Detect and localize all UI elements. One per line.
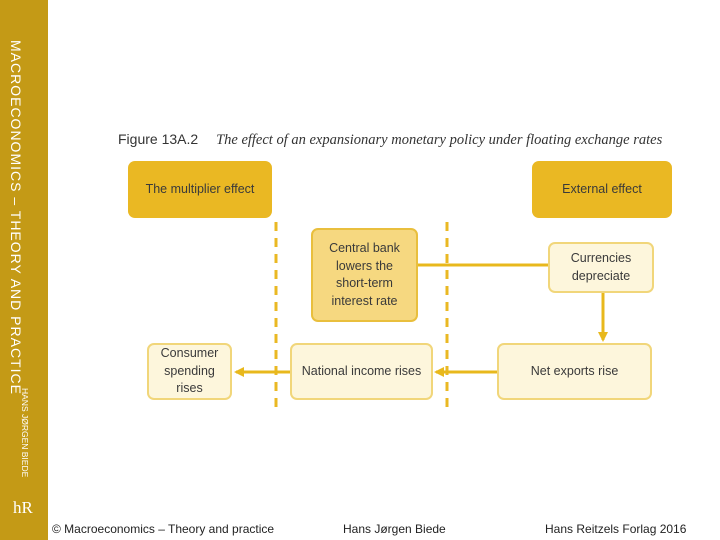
figure-number: Figure 13A.2 (118, 131, 199, 147)
figure-caption: The effect of an expansionary monetary p… (216, 132, 663, 148)
net-exports-box: Net exports rise (497, 343, 652, 400)
footer-author: Hans Jørgen Biede (343, 522, 446, 536)
sidebar-book-title: MACROECONOMICS – THEORY AND PRACTICE (8, 40, 24, 395)
external-effect-header: External effect (532, 161, 672, 218)
national-income-box: National income rises (290, 343, 433, 400)
publisher-logo: hR (13, 498, 33, 517)
multiplier-effect-header: The multiplier effect (128, 161, 272, 218)
sidebar: MACROECONOMICS – THEORY AND PRACTICE HAN… (0, 0, 48, 540)
sidebar-author: HANS JØRGEN BIEDE (20, 388, 30, 478)
consumer-spending-box: Consumer spending rises (147, 343, 232, 400)
figure-title: Figure 13A.2 The effect of an expansiona… (118, 131, 662, 149)
footer-publisher: Hans Reitzels Forlag 2016 (545, 522, 687, 536)
footer-copyright: © Macroeconomics – Theory and practice (52, 522, 275, 536)
central-bank-box: Central bank lowers the short-term inter… (311, 228, 418, 322)
currencies-box: Currencies depreciate (548, 242, 654, 293)
